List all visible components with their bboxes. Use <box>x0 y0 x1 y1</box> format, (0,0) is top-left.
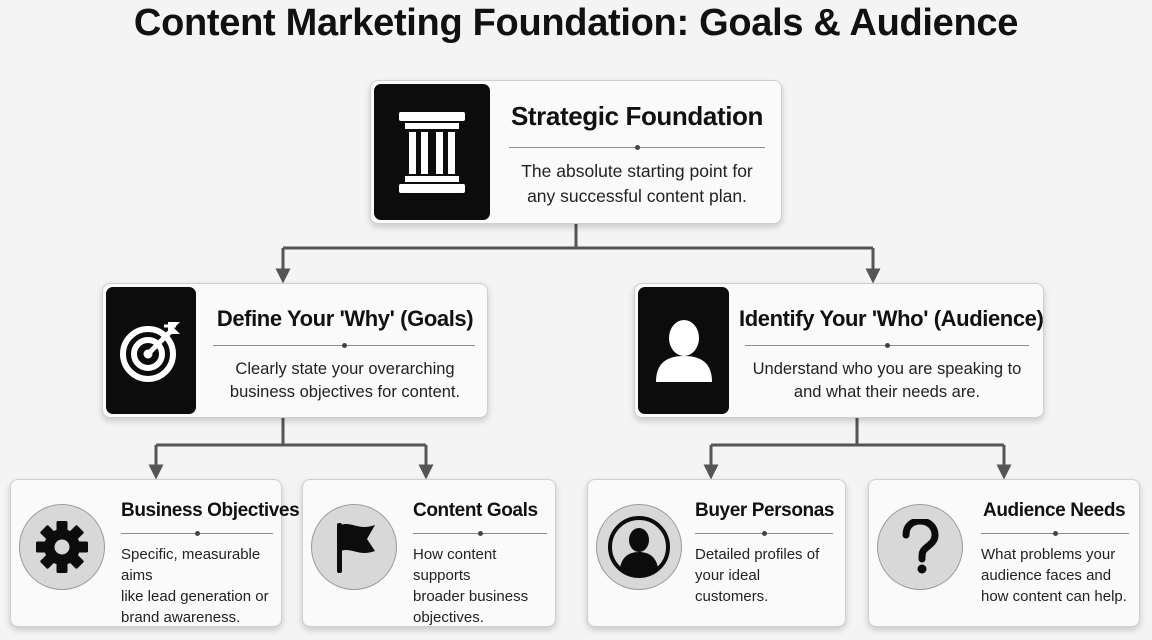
identify-who-audience-description: Understand who you are speaking to and w… <box>752 360 1022 402</box>
define-why-goals-description: Clearly state your overarching business … <box>229 360 461 402</box>
content-goals-divider <box>413 531 547 536</box>
identify-who-audience-title: Identify Your 'Who' (Audience) <box>739 306 1044 331</box>
strategic-foundation-description: The absolute starting point for any succ… <box>521 161 753 206</box>
content-goals-card: Content Goals How content supports broad… <box>302 479 556 627</box>
audience-needs-card: Audience Needs What problems your audien… <box>868 479 1140 627</box>
diagram-title: Content Marketing Foundation: Goals & Au… <box>133 2 1019 44</box>
business-objectives-divider <box>121 531 273 536</box>
question-icon <box>877 504 963 590</box>
buyer-personas-description: Detailed profiles of your ideal customer… <box>695 546 820 605</box>
audience-needs-divider <box>981 531 1129 536</box>
audience-needs-description: What problems your audience faces and ho… <box>981 546 1127 605</box>
target-icon <box>106 287 196 414</box>
define-why-goals-divider <box>213 343 475 348</box>
buyer-personas-card: Buyer Personas Detailed profiles of your… <box>587 479 846 627</box>
user-circle-icon <box>596 504 682 590</box>
define-why-goals-card: Define Your 'Why' (Goals) Clearly state … <box>102 283 488 418</box>
audience-needs-title: Audience Needs <box>983 500 1126 521</box>
identify-who-audience-divider <box>745 343 1029 348</box>
strategic-foundation-divider <box>509 145 765 150</box>
define-why-goals-title: Define Your 'Why' (Goals) <box>216 306 474 331</box>
flag-icon <box>311 504 397 590</box>
person-icon <box>638 287 729 414</box>
business-objectives-title: Business Objectives <box>121 500 300 521</box>
buyer-personas-divider <box>695 531 833 536</box>
content-goals-title: Content Goals <box>413 500 538 521</box>
business-objectives-card: Business Objectives Specific, measurable… <box>10 479 300 627</box>
identify-who-audience-card: Identify Your 'Who' (Audience) Understan… <box>634 283 1044 418</box>
content-goals-description: How content supports broader business ob… <box>413 546 529 626</box>
strategic-foundation-card: Strategic Foundation The absolute starti… <box>370 80 782 224</box>
buyer-personas-title: Buyer Personas <box>695 500 835 521</box>
strategic-foundation-title: Strategic Foundation <box>510 101 763 131</box>
pillar-icon <box>374 84 490 220</box>
business-objectives-description: Specific, measurable aims like lead gene… <box>121 546 269 626</box>
gear-icon <box>19 504 105 590</box>
